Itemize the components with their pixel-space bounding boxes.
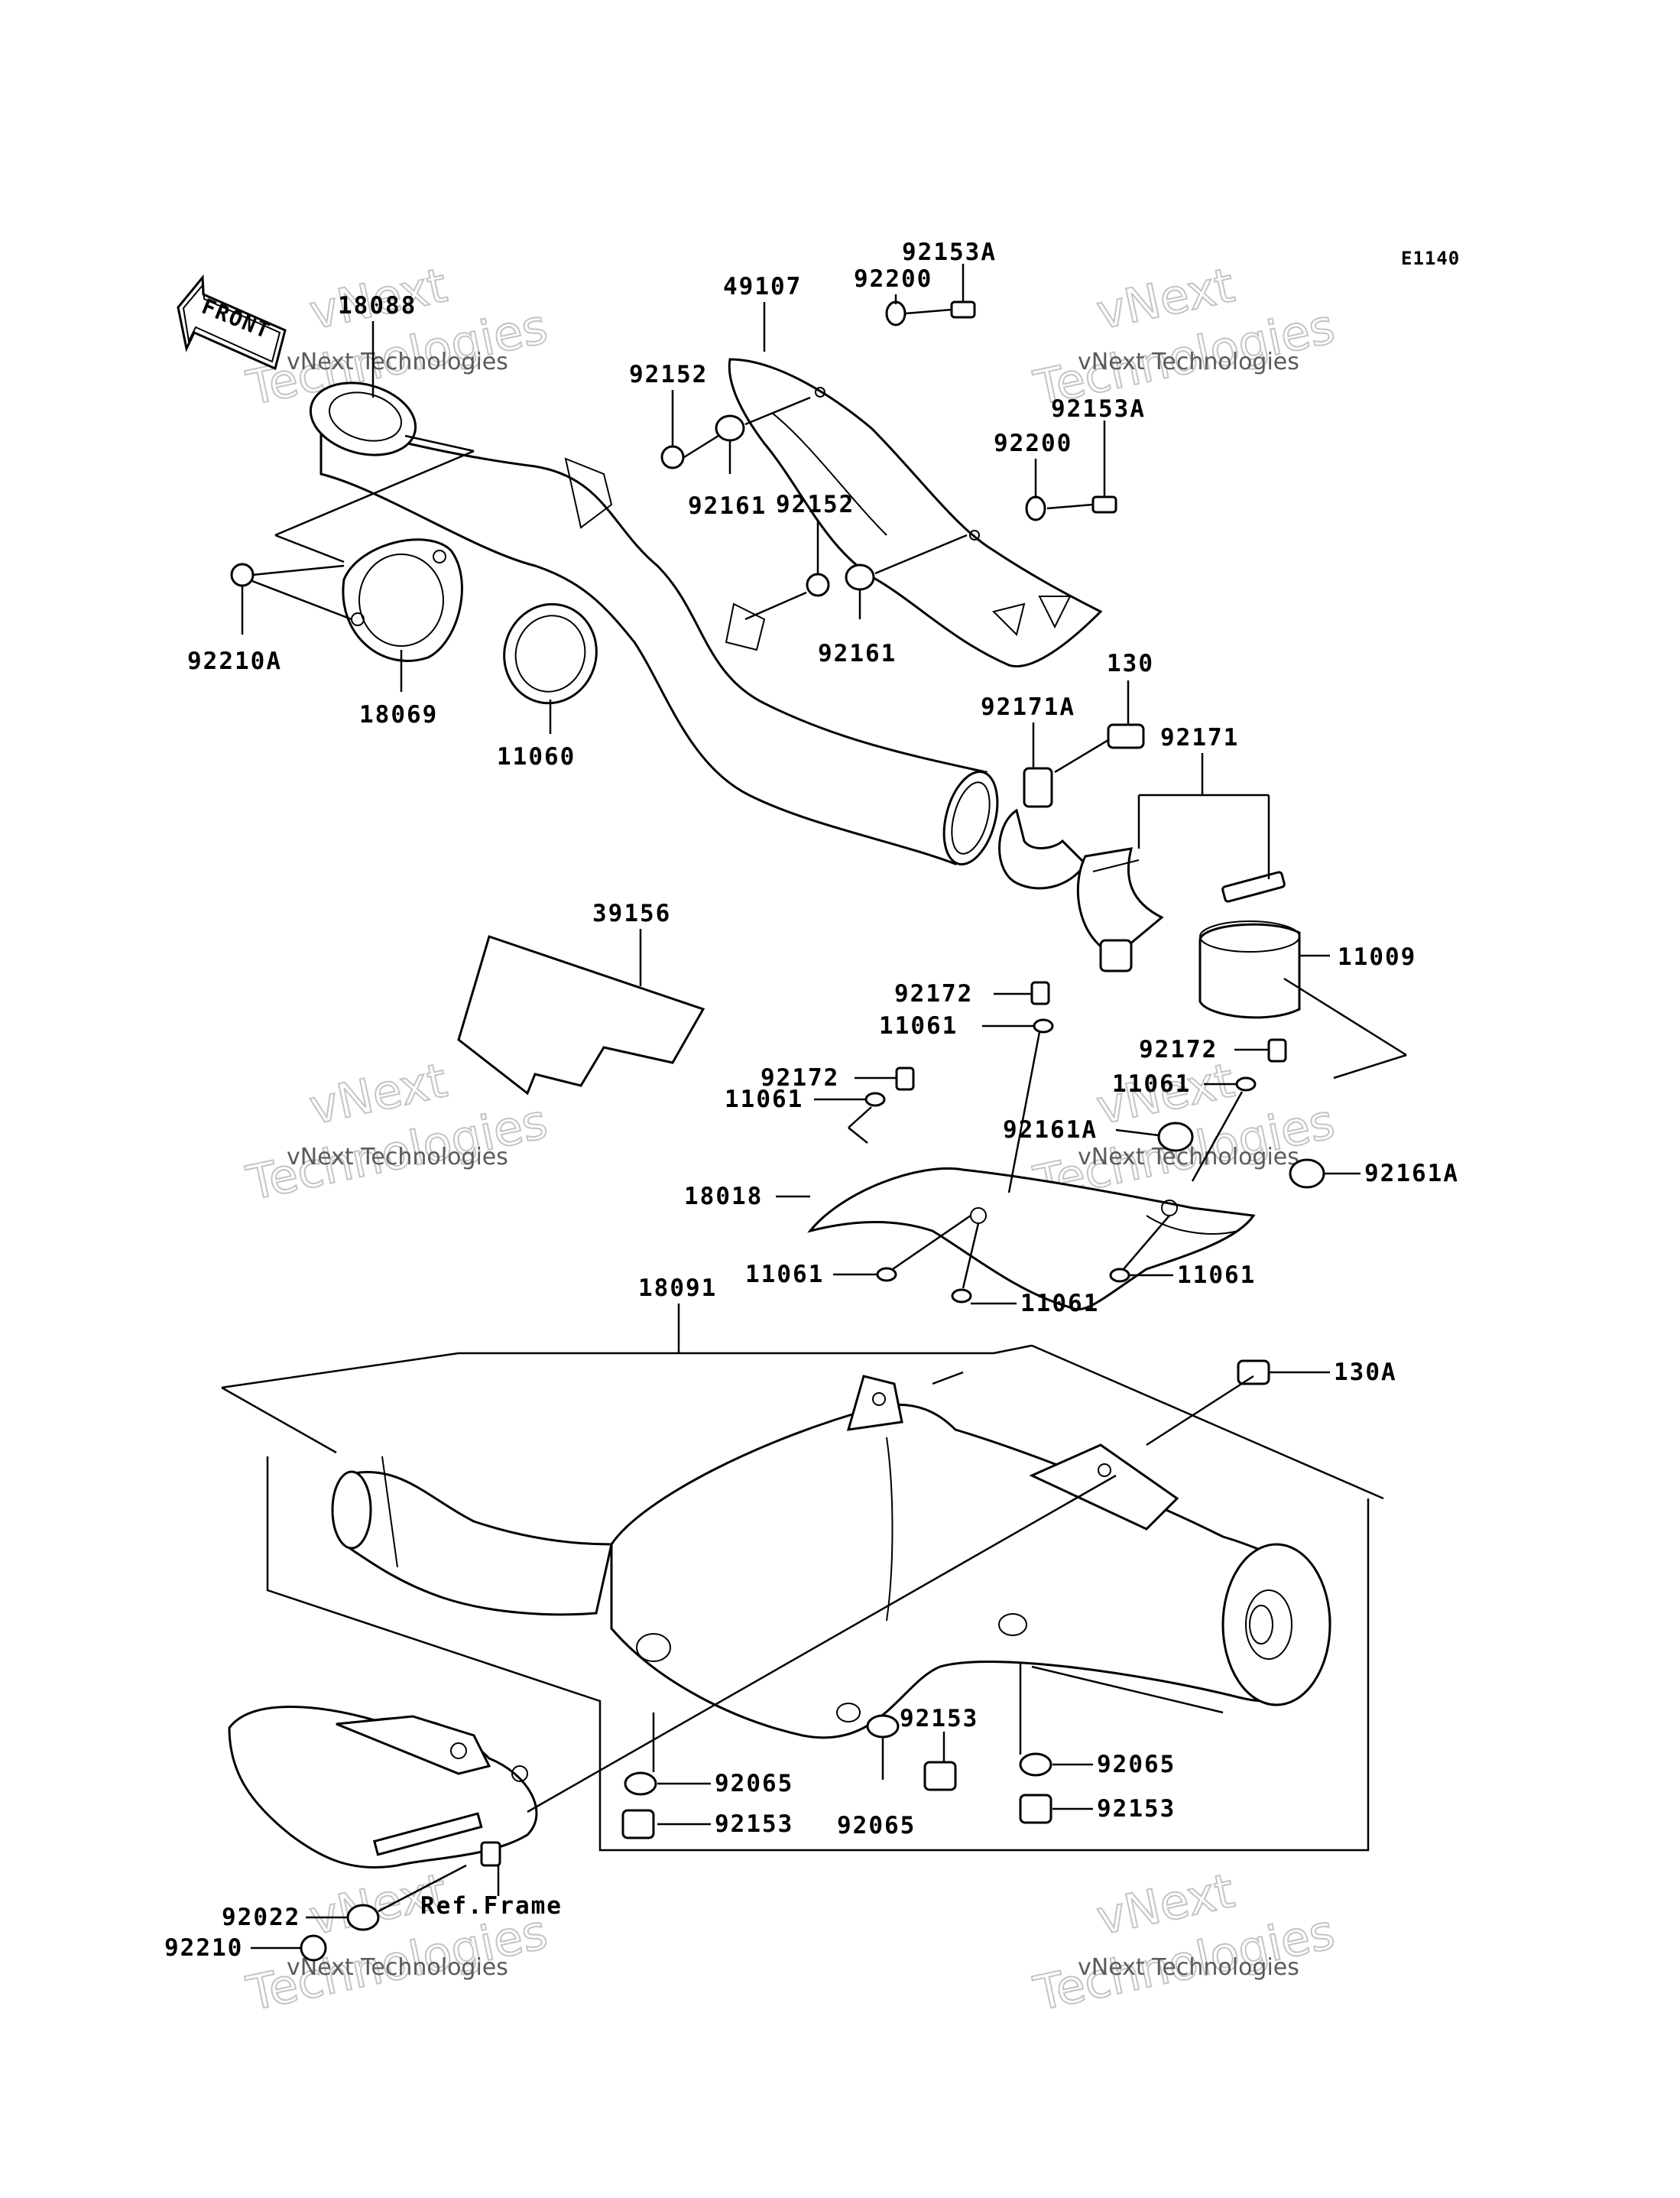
part-label: 92200 [994,430,1072,457]
bolt-92153a [950,300,976,319]
part-label: 49107 [723,273,802,300]
damper-92161 [715,414,745,442]
gasket-11009 [1198,920,1301,1019]
part-label: 92065 [1097,1751,1176,1778]
part-label: 92161A [1364,1160,1459,1187]
part-label: 92172 [1139,1036,1218,1063]
washer-92065 [1019,1752,1052,1777]
bolt-130a [1237,1359,1270,1385]
gasket-ring-18088 [309,381,417,456]
part-label: 92161A [1003,1116,1098,1144]
gasket-11060 [503,602,598,705]
watermark-top-right: vNext Technologies [1028,256,1340,417]
pad-39156 [457,935,705,1096]
part-label: 11061 [725,1086,803,1113]
muffler-18091 [331,1375,1331,1739]
leader-lines [221,264,1407,1950]
washer-11061 [876,1267,897,1282]
washer-92200 [885,300,906,326]
watermark-text: vNext Technologies [1078,349,1299,375]
damper-92161a [1157,1122,1194,1152]
washer-11061 [1235,1076,1257,1092]
part-label: 92210 [164,1934,243,1962]
part-label: 92153 [715,1810,793,1838]
part-label: 92153A [1051,395,1146,423]
part-label: 92153 [1097,1795,1176,1823]
part-label: 92171A [981,693,1075,721]
washer-11061 [864,1092,886,1107]
bolt-92153 [923,1761,957,1791]
part-label: 130A [1334,1359,1397,1386]
washer-11061 [1033,1018,1054,1034]
header-pipe [319,418,999,865]
part-labels: 18088 49107 92200 92153A 92152 92161 922… [164,239,1459,1962]
damper-92161a [1289,1158,1325,1189]
washer-92022 [346,1904,380,1931]
part-label: 11060 [497,743,576,771]
washer-92200 [1025,495,1046,521]
part-label: 11061 [1020,1290,1099,1317]
part-label: 92065 [837,1812,916,1839]
screw-92172 [895,1067,915,1091]
damper-92161 [845,563,875,591]
screw-92172 [1030,981,1050,1005]
bolt-92153a [1091,495,1117,514]
frame-bracket [228,1706,538,1869]
watermark-text: vNext Technologies [1078,1954,1299,1981]
part-label: 92172 [894,980,973,1008]
part-label: 11061 [879,1012,958,1040]
flange-18069 [342,538,463,662]
watermark-text: vNext Technologies [287,1954,508,1981]
heat-guard-49107 [728,358,1103,667]
part-label: 92152 [776,491,855,518]
part-label: 18091 [638,1274,717,1302]
bolt-130 [1107,723,1145,749]
part-label: 39156 [592,900,671,927]
part-label: 92153A [902,239,997,266]
washer-92065 [624,1771,657,1796]
part-label: 92161 [688,492,767,520]
part-label: 11061 [1177,1261,1256,1289]
bolt-92153 [1019,1794,1052,1824]
front-arrow-icon: FRONT [177,274,287,371]
watermark-text: vNext Technologies [287,1144,508,1170]
part-label: 92022 [222,1904,300,1931]
washer-11061 [1109,1268,1130,1283]
part-label: 92153 [900,1705,978,1732]
screw-92172 [1267,1038,1287,1063]
part-label: 18018 [684,1183,763,1210]
collar-92152 [660,445,685,469]
part-label: 92200 [854,265,932,293]
clamp-92171 [1076,847,1286,972]
part-label: 130 [1107,650,1154,677]
collar-92152 [806,573,830,597]
washer-92065 [866,1714,900,1739]
bolt-92153 [621,1809,655,1839]
watermark-text: vNext Technologies [1078,1144,1299,1170]
part-label: 11061 [745,1261,824,1288]
nut-92210a [230,563,255,587]
diagram-code: E1140 [1401,248,1460,269]
part-label: 92065 [715,1770,793,1797]
part-label: 92210A [187,648,282,675]
part-label: 11009 [1338,943,1416,971]
part-label: 92171 [1160,724,1239,752]
part-label: 92152 [629,361,708,388]
clamp-92171a [998,723,1145,890]
part-label: 92161 [818,640,897,667]
nut-92210 [300,1934,327,1962]
part-label: 92172 [761,1064,839,1092]
watermark-bottom-right: vNext Technologies [1028,1862,1340,2022]
watermark-bottom-left: vNext Technologies [241,1862,553,2022]
part-label: 18069 [359,701,438,729]
washer-11061 [951,1288,972,1304]
ref-frame-label: Ref.Frame [420,1892,563,1920]
part-label: 11061 [1112,1070,1191,1098]
watermark-text: vNext Technologies [287,349,508,375]
part-label: 18088 [338,292,417,320]
